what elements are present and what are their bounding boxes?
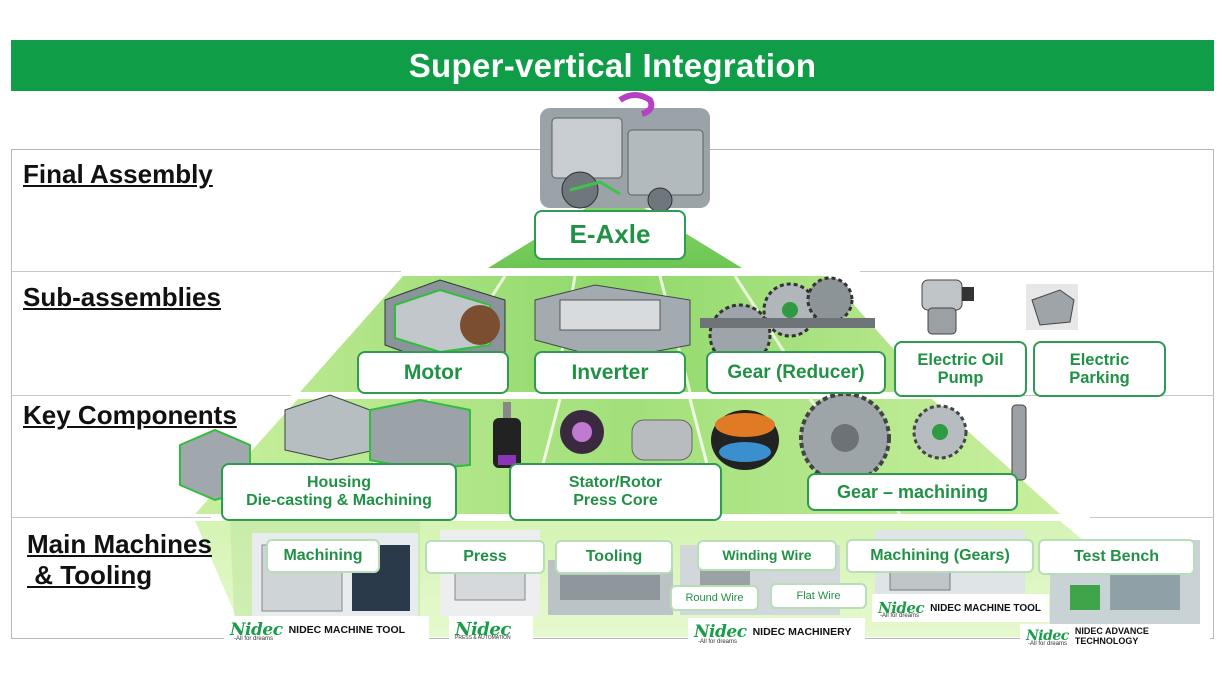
test-bench-tag: Test Bench (1038, 539, 1195, 575)
round-wire-tag: Round Wire (670, 585, 759, 611)
tier-divider (11, 395, 291, 396)
logo-nidec-advance-technology: Nidec NIDEC ADVANCE TECHNOLOGY -All for … (1020, 624, 1210, 648)
logo-name: NIDEC ADVANCE TECHNOLOGY (1074, 626, 1149, 646)
logo-nidec-machinery: Nidec NIDEC MACHINERY -All for dreams (688, 618, 865, 646)
machining-gears-tag: Machining (Gears) (846, 539, 1034, 573)
inverter-tag: Inverter (534, 351, 686, 394)
logo-tagline: -All for dreams (880, 613, 920, 619)
tag-line: Electric Oil (917, 350, 1004, 369)
tag-line: Parking (1069, 369, 1130, 387)
inverter-image (534, 284, 691, 361)
gear-machining-tag: Gear – machining (807, 473, 1018, 511)
tier-label-sub-assemblies: Sub-assemblies (23, 282, 221, 312)
flat-wire-tag: Flat Wire (770, 583, 867, 609)
winding-wire-tag: Winding Wire (697, 540, 837, 571)
tier-label-line: & Tooling (27, 560, 153, 590)
page-title: Super-vertical Integration (408, 47, 817, 84)
logo-tagline: -All for dreams (1028, 641, 1068, 647)
tier-divider (11, 271, 401, 272)
motor-image (384, 279, 506, 366)
tag-line: Press Core (573, 492, 658, 509)
e-axle-tag: E-Axle (534, 210, 686, 260)
tag-line: Housing (306, 474, 371, 492)
stator-rotor-image (493, 402, 779, 470)
electric-parking-image (1026, 284, 1078, 330)
logo-name: NIDEC MACHINE TOOL (288, 624, 406, 636)
tag-line: Pump (937, 369, 984, 387)
tier-divider (11, 517, 211, 518)
gear-reducer-tag: Gear (Reducer) (706, 351, 886, 394)
nidec-brand: Nidec (694, 622, 747, 642)
logo-tagline: -All for dreams (234, 636, 274, 642)
gear-reducer-image (700, 276, 875, 367)
title-banner: Super-vertical Integration (11, 40, 1214, 91)
tooling-tag: Tooling (555, 540, 673, 574)
tier-label-final-assembly: Final Assembly (23, 159, 213, 189)
logo-subtitle: PRESS & AUTOMATION (455, 635, 511, 641)
logo-nidec-machine-tool-2: Nidec NIDEC MACHINE TOOL -All for dreams (872, 594, 1049, 622)
nidec-brand: Nidec (878, 599, 925, 617)
tier-label-line: Main Machines (27, 529, 212, 559)
nidec-brand: Nidec (455, 618, 511, 640)
housing-image (179, 394, 471, 502)
logo-tagline: -All for dreams (698, 639, 738, 645)
machining-tag: Machining (266, 539, 380, 573)
tag-line: Die-casting & Machining (246, 492, 432, 509)
tier-divider (1090, 517, 1214, 518)
nidec-brand: Nidec (230, 620, 283, 640)
e-axle-image (540, 92, 710, 213)
gear-machining-image (799, 392, 1027, 484)
tier-label-key-components: Key Components (23, 400, 237, 430)
logo-name: NIDEC MACHINE TOOL (930, 602, 1042, 614)
tier-label-main-machines: Main Machines & Tooling (27, 529, 212, 591)
nidec-brand: Nidec (1026, 628, 1069, 644)
motor-tag: Motor (357, 351, 509, 394)
tag-line: Electric (1069, 350, 1130, 369)
logo-nidec-press-automation: Nidec PRESS & AUTOMATION (449, 616, 533, 642)
tag-line: Stator/Rotor (568, 474, 663, 492)
oil-pump-image (921, 279, 974, 335)
logo-nidec-machine-tool: Nidec NIDEC MACHINE TOOL -All for dreams (224, 616, 429, 644)
tier-divider (860, 271, 1214, 272)
press-tag: Press (425, 540, 545, 574)
logo-name: NIDEC MACHINERY (752, 626, 852, 638)
